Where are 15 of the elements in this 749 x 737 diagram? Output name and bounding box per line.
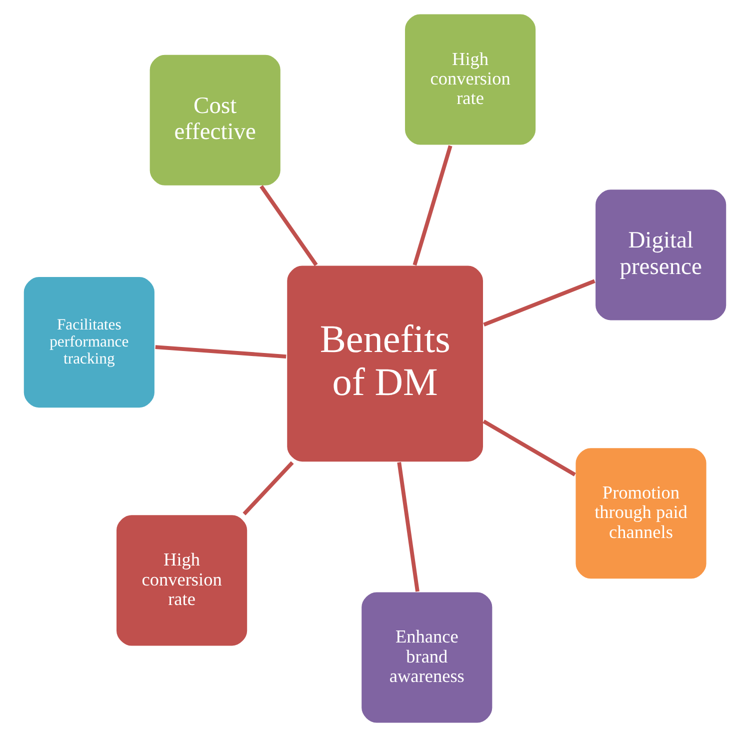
- node-box: Cost effective: [148, 54, 282, 187]
- node-box: Enhance brand awareness: [360, 590, 493, 724]
- node-box: High conversion rate: [114, 514, 248, 648]
- connector: [412, 145, 452, 266]
- node-box: Benefits of DM: [285, 264, 484, 463]
- connector: [259, 185, 318, 266]
- node-box: Promotion through paid channels: [574, 446, 708, 580]
- node-box: Digital presence: [594, 188, 727, 322]
- connector: [154, 345, 286, 358]
- connector: [242, 461, 294, 516]
- connector: [396, 462, 419, 592]
- node-box: Facilitates performance tracking: [22, 276, 156, 409]
- node-box: High conversion rate: [403, 12, 536, 146]
- connector: [482, 279, 595, 327]
- connector: [482, 420, 576, 476]
